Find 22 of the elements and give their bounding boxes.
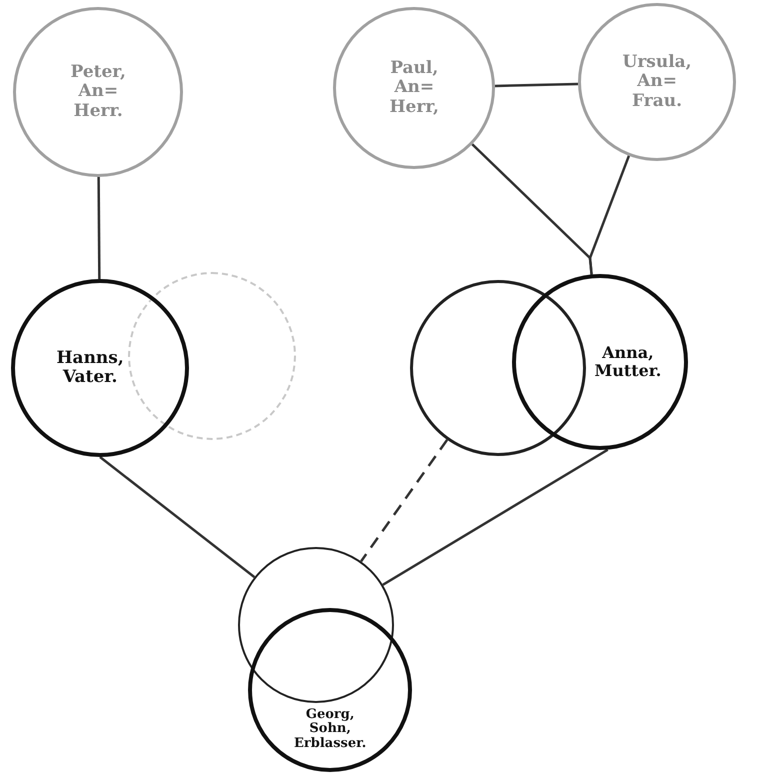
empty-circle [410,280,586,456]
connector-line [494,82,578,88]
connector-line [471,143,593,275]
connector-line [99,456,256,578]
dashed-line [360,439,448,562]
empty-circle [128,272,296,440]
name-label: Ursula, An= Frau. [622,52,692,112]
connector-line [588,155,630,275]
name-label: Anna, Mutter. [594,344,662,380]
name-label: Georg, Sohn, Erblasser. [294,708,366,752]
name-label: Paul, An= Herr, [390,58,439,118]
empty-circle [238,547,394,703]
person-circle [333,7,495,169]
person-circle [11,279,189,457]
connector-line [97,177,101,279]
person-circle [512,274,688,450]
name-label: Hanns, Vater. [56,348,124,388]
name-label: Peter, An= Herr. [70,62,126,122]
connector-line [382,448,608,586]
person-circle [248,608,412,772]
person-circle [578,3,736,161]
person-circle [13,7,183,177]
